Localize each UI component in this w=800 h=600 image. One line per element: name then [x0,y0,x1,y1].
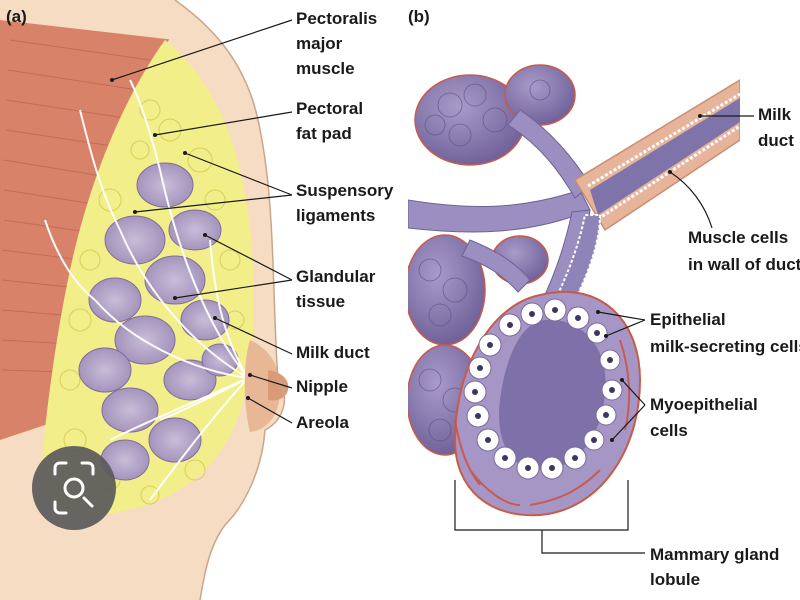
label-glandular-tissue: Glandular tissue [296,267,380,311]
panel-b-labels: Milk duct Muscle cells in wall of duct E… [650,105,800,589]
panel-a-leaders [110,19,293,424]
panel-a-labels: Pectoralis major muscle Pectoral fat pad… [296,9,398,432]
label-milk-duct-a: Milk duct [296,343,370,362]
label-epithelial: Epithelial milk-secreting cells [650,310,800,356]
panel-b-illustration [408,58,740,520]
ducts-and-ligaments [44,79,249,501]
myoepithelial-network [454,339,631,506]
areola [244,340,281,432]
panel-b-leaders [454,114,754,554]
nipple [268,370,289,401]
label-milk-duct-b: Milk duct [758,105,796,150]
branching-ducts [408,109,591,311]
label-pectoralis: Pectoralis major muscle [296,9,382,78]
label-areola: Areola [296,413,349,432]
label-muscle-cells: Muscle cells in wall of duct [688,228,800,274]
label-suspensory-ligaments: Suspensory ligaments [296,181,398,225]
lens-search-icon[interactable] [32,446,116,530]
panel-b-tag: (b) [408,7,430,26]
label-nipple: Nipple [296,377,348,396]
label-lobule: Mammary gland lobule [650,545,784,589]
label-fat-pad: Pectoral fat pad [296,99,368,143]
glandular-lobes [78,162,239,481]
label-myoepithelial: Myoepithelial cells [650,395,762,440]
panel-a-tag: (a) [6,7,27,26]
